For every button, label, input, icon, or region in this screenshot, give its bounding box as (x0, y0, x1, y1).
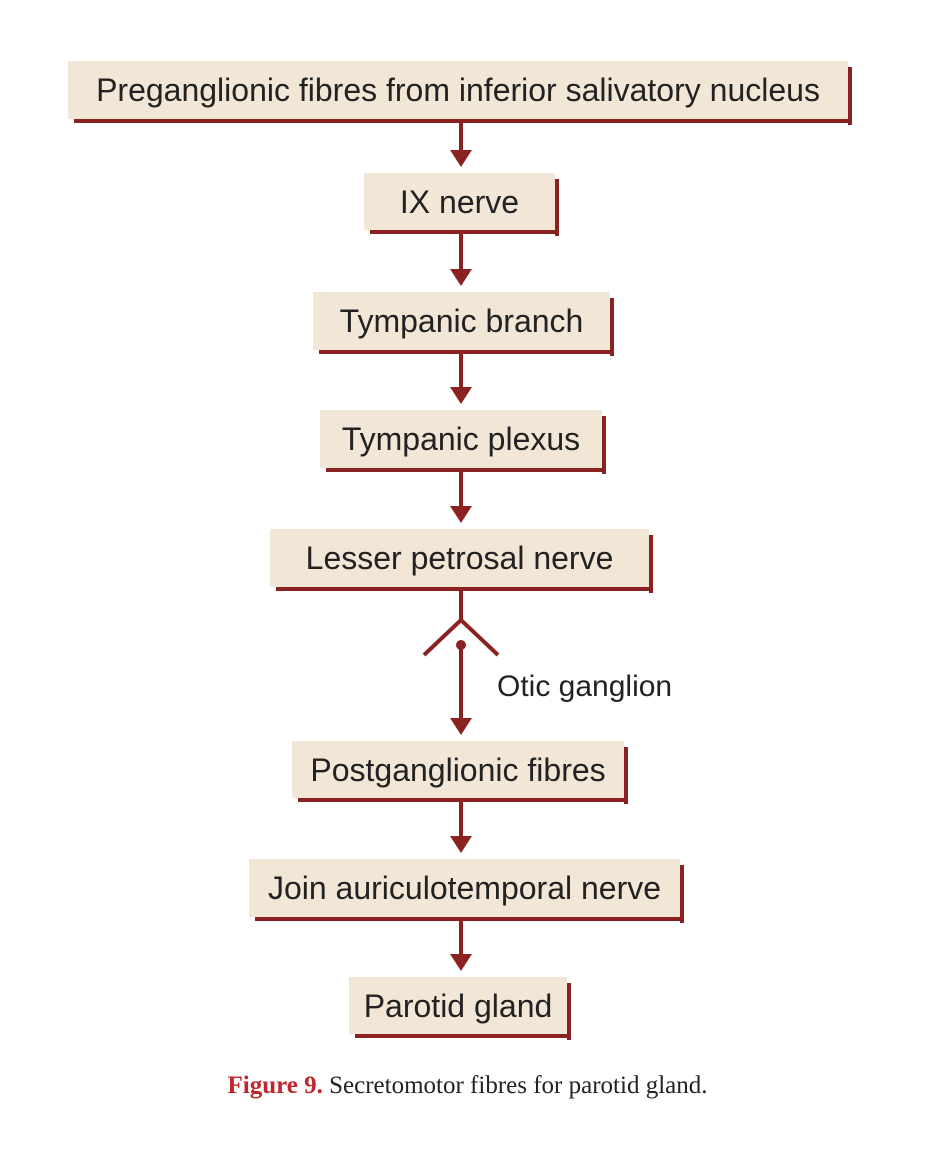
box-shadow (355, 1034, 571, 1038)
step-preganglionic-fibres: Preganglionic fibres from inferior saliv… (68, 61, 848, 119)
step-label: Parotid gland (363, 987, 553, 1024)
box-shadow (624, 747, 628, 804)
step-label: Tympanic branch (339, 303, 584, 339)
step-label: Preganglionic fibres from inferior saliv… (96, 72, 820, 108)
step-tympanic-plexus: Tympanic plexus (320, 410, 602, 468)
caption-text: Secretomotor fibres for parotid gland. (322, 1072, 708, 1099)
ganglion-branch (422, 617, 500, 657)
arrow-head (450, 718, 472, 735)
step-label: Join auriculotemporal nerve (267, 870, 662, 906)
arrow-head (450, 954, 472, 971)
box-shadow (370, 230, 559, 234)
step-lesser-petrosal-nerve: Lesser petrosal nerve (270, 529, 649, 587)
box-shadow (255, 917, 684, 921)
step-label: IX nerve (399, 183, 520, 220)
arrow-head (450, 150, 472, 167)
otic-ganglion-label: Otic ganglion (497, 670, 673, 703)
step-postganglionic-fibres: Postganglionic fibres (292, 741, 624, 798)
box-shadow (298, 798, 628, 802)
box-shadow (848, 67, 852, 125)
ganglion-node (456, 640, 466, 650)
box-shadow (610, 298, 614, 356)
box-shadow (567, 983, 571, 1040)
arrow-head (450, 269, 472, 286)
arrow-head (450, 387, 472, 404)
figure-number: Figure 9. (227, 1072, 323, 1099)
box-shadow (555, 179, 559, 236)
step-parotid-gland: Parotid gland (349, 977, 567, 1034)
box-shadow (319, 350, 614, 354)
box-shadow (602, 416, 606, 474)
arrow-head (450, 506, 472, 523)
step-ix-nerve: IX nerve (364, 173, 555, 230)
box-shadow (680, 865, 684, 923)
box-shadow (276, 587, 653, 591)
step-label: Postganglionic fibres (310, 751, 606, 788)
step-label: Lesser petrosal nerve (305, 540, 614, 576)
arrow-head (450, 836, 472, 853)
step-tympanic-branch: Tympanic branch (313, 292, 610, 350)
figure-caption: Figure 9. Secretomotor fibres for paroti… (0, 1072, 935, 1100)
step-label: Tympanic plexus (341, 421, 581, 457)
box-shadow (649, 535, 653, 593)
box-shadow (74, 119, 852, 123)
step-join-auriculotemporal-nerve: Join auriculotemporal nerve (249, 859, 680, 917)
box-shadow (326, 468, 606, 472)
